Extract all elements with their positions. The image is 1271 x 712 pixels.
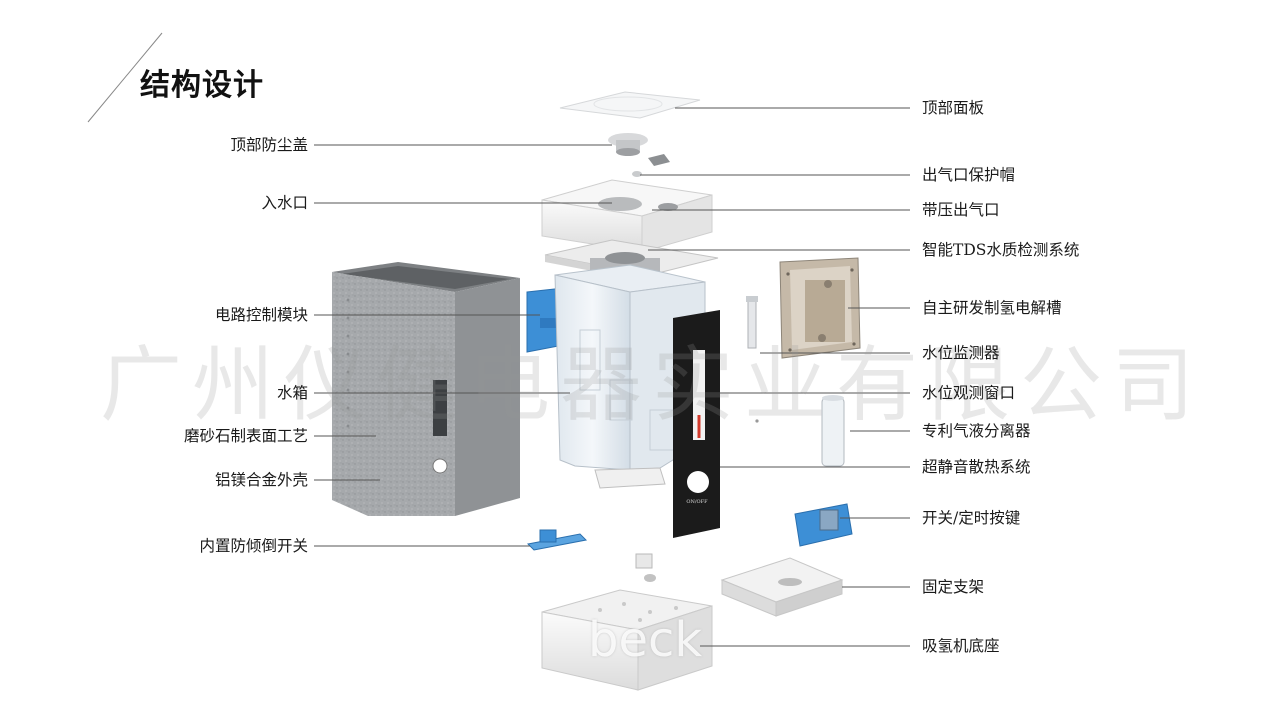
label-dust-cover: 顶部防尘盖 [230,136,308,154]
label-base: 吸氢机底座 [922,637,1000,655]
label-switch-key: 开关/定时按键 [922,509,1021,527]
label-alloy-shell: 铝镁合金外壳 [214,471,308,489]
label-pressure-outlet: 带压出气口 [922,201,1000,219]
outlet-cap-part [632,154,670,177]
level-sensor-part [746,296,758,349]
switch-mark-text: ON/OFF [686,499,708,505]
electrolyzer-part [779,257,861,359]
label-circuit-module: 电路控制模块 [214,306,308,324]
base-part [541,589,713,691]
label-water-inlet: 入水口 [261,194,308,212]
label-electrolyzer: 自主研发制氢电解槽 [922,299,1062,317]
label-level-window: 水位观测窗口 [922,384,1016,402]
dust-cover-part [608,133,648,156]
bracket-part [720,557,844,617]
label-separator: 专利气液分离器 [922,422,1031,440]
label-outlet-cap: 出气口保护帽 [922,166,1016,184]
label-cooling-system: 超静音散热系统 [922,458,1031,476]
alloy-shell-part [332,262,520,516]
brand-watermark: beck [588,612,703,668]
label-frosted-surface: 磨砂石制表面工艺 [183,427,308,445]
leader-lines-left [314,144,612,547]
separator-part [821,395,845,467]
dot-mark [755,419,759,423]
leader-lines-right [640,107,910,647]
title-diagonal-line [87,32,163,123]
label-level-sensor: 水位监测器 [922,344,1000,362]
company-watermark: 广州仪健电器实业有限公司 [100,338,1205,433]
switch-board-part [794,503,853,547]
label-top-panel: 顶部面板 [922,99,985,117]
base-small-parts [635,553,656,582]
page-title: 结构设计 [140,68,264,103]
top-panel-part [559,91,701,119]
label-tds-system: 智能TDS水质检测系统 [922,241,1080,259]
lid-box-part [541,179,713,253]
label-bracket: 固定支架 [922,578,985,596]
anti-tip-switch-part [526,529,588,551]
label-anti-tip-switch: 内置防倾倒开关 [199,537,308,555]
label-water-tank: 水箱 [276,384,308,402]
black-strip-part: ON/OFF [673,310,720,538]
